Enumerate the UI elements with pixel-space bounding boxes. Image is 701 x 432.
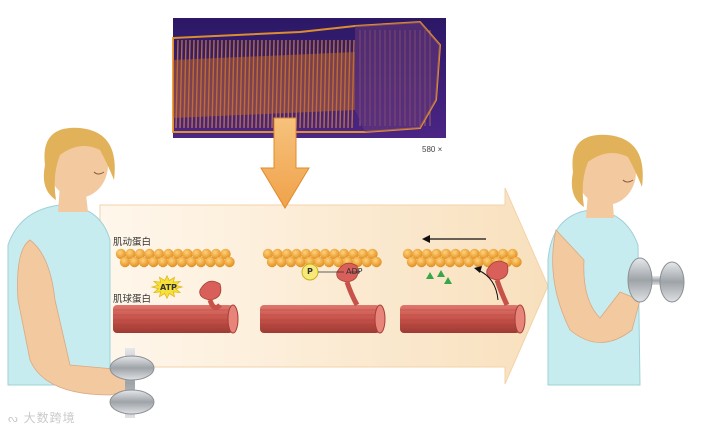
woman-arm-extended-icon: [7, 127, 131, 396]
watermark-logo-icon: ᔓ: [8, 412, 19, 425]
direction-arrow-icon: [422, 235, 499, 301]
crossbridge-panels: [113, 248, 526, 334]
dumbbell-icon: [109, 348, 155, 418]
process-arrow: [99, 187, 549, 385]
dumbbell-icon: [627, 257, 685, 303]
zoom-arrow: [260, 117, 310, 209]
woman-arm-flexed-icon: [547, 134, 643, 386]
watermark: ᔓ 大数跨境: [8, 409, 76, 426]
actin-label: 肌动蛋白: [113, 237, 152, 248]
magnification-label: 580 ×: [422, 145, 443, 154]
electron-micrograph: [172, 18, 446, 138]
atp-burst-icon: [150, 274, 184, 300]
myosin-label: 肌球蛋白: [113, 294, 152, 305]
atp-label: ATP: [160, 283, 177, 292]
adp-label: ADP: [346, 267, 363, 276]
phosphate-icon: [301, 263, 360, 281]
phosphate-label: P: [307, 267, 313, 276]
watermark-text: 大数跨境: [23, 411, 76, 425]
